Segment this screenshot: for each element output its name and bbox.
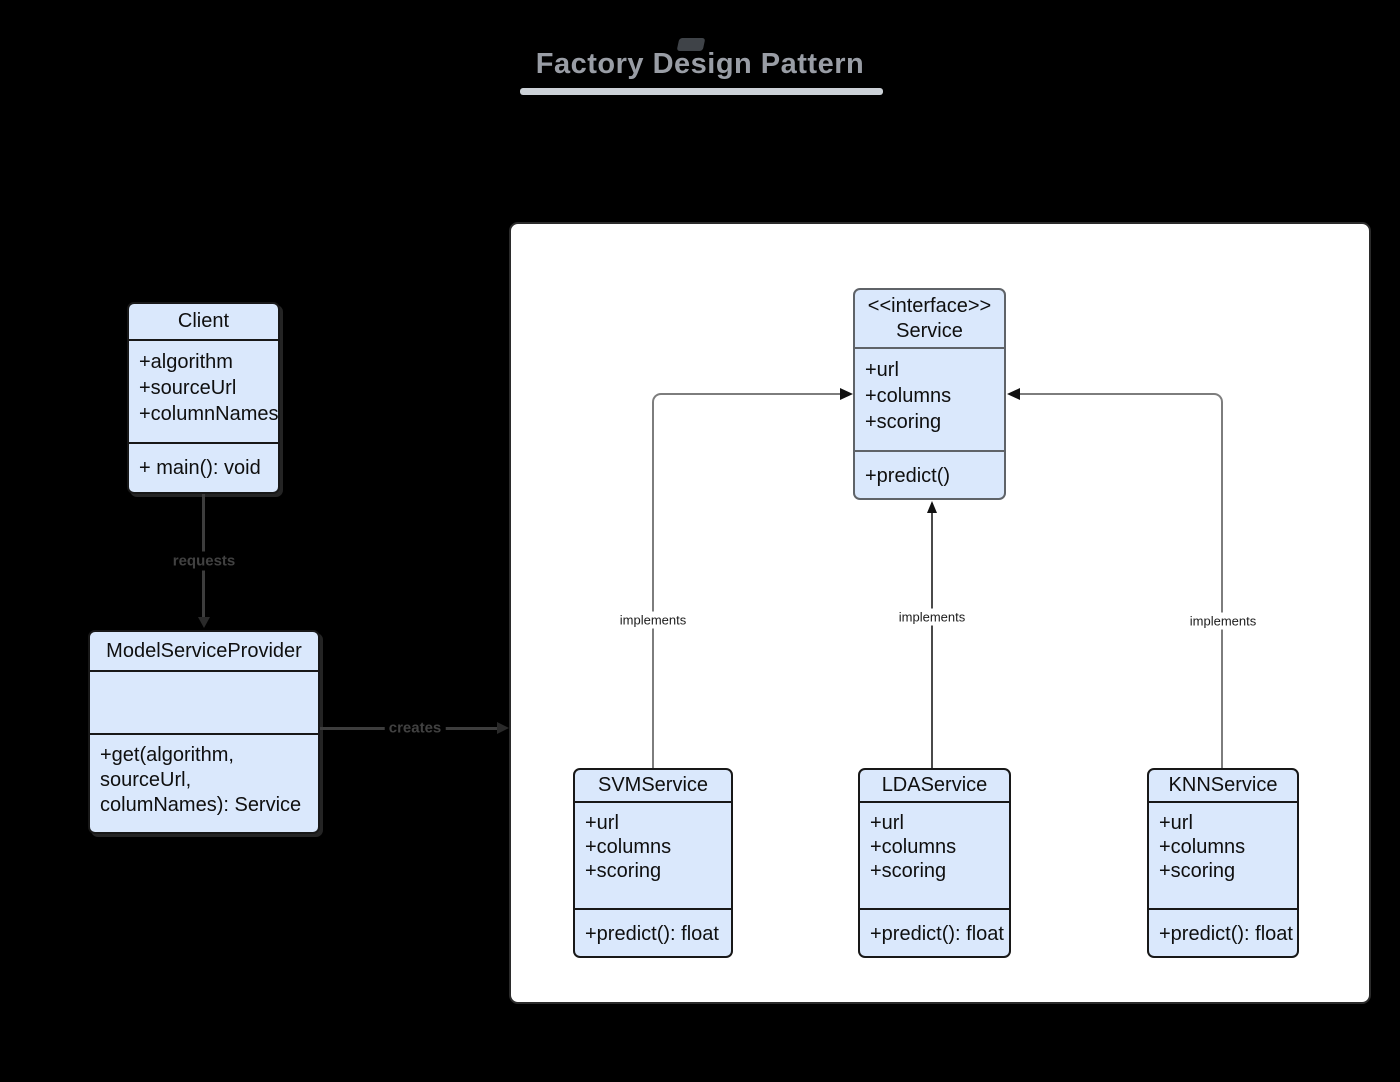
- diagram-title: Factory Design Pattern: [535, 48, 865, 80]
- lda-implements-connector: [931, 503, 933, 768]
- class-svm-service: SVMService +url +columns +scoring +predi…: [573, 768, 733, 958]
- class-client: Client +algorithm +sourceUrl +columnName…: [127, 302, 280, 494]
- svm-implements-arrowhead: [840, 388, 853, 400]
- attribute: +url: [585, 812, 619, 834]
- attribute: +url: [865, 359, 899, 381]
- attribute: +columns: [870, 836, 957, 858]
- class-knn-service-methods: +predict(): float: [1149, 908, 1297, 956]
- method: +get(algorithm, sourceUrl, columNames): …: [100, 744, 302, 816]
- attribute: +columnNames: [139, 403, 279, 425]
- svm-implements-connector: [652, 393, 842, 768]
- method: +predict(): [865, 465, 951, 487]
- lda-implements-arrowhead: [927, 501, 937, 513]
- interface-name: Service: [896, 319, 963, 342]
- class-service-interface-title: <<interface>> Service: [855, 290, 1004, 347]
- method: +predict(): float: [870, 923, 1004, 945]
- attribute: +columns: [585, 836, 672, 858]
- attribute: +columns: [865, 385, 952, 407]
- class-service-interface-attributes: +url +columns +scoring: [855, 347, 1004, 450]
- class-client-title: Client: [177, 310, 230, 332]
- class-svm-service-title: SVMService: [597, 774, 709, 796]
- class-svm-service-methods: +predict(): float: [575, 908, 731, 956]
- class-knn-service-attributes: +url +columns +scoring: [1149, 801, 1297, 908]
- class-lda-service-methods: +predict(): float: [860, 908, 1009, 956]
- requests-label: requests: [168, 551, 240, 571]
- class-model-service-provider: ModelServiceProvider +get(algorithm, sou…: [88, 630, 320, 834]
- attribute: +scoring: [870, 860, 947, 882]
- class-model-service-provider-title: ModelServiceProvider: [106, 639, 302, 662]
- class-client-methods: + main(): void: [129, 442, 278, 492]
- method: +predict(): float: [1159, 923, 1293, 945]
- class-svm-service-attributes: +url +columns +scoring: [575, 801, 731, 908]
- implements-label-middle: implements: [895, 608, 969, 626]
- class-lda-service-title: LDAService: [881, 774, 988, 796]
- class-model-service-provider-attributes: [90, 670, 318, 733]
- attribute: +url: [1159, 812, 1193, 834]
- attribute: +scoring: [585, 860, 662, 882]
- class-lda-service-attributes: +url +columns +scoring: [860, 801, 1009, 908]
- creates-arrowhead: [497, 722, 509, 734]
- attribute: +scoring: [1159, 860, 1236, 882]
- class-model-service-provider-methods: +get(algorithm, sourceUrl, columNames): …: [90, 733, 318, 832]
- attribute: +sourceUrl: [139, 377, 237, 399]
- knn-implements-arrowhead: [1007, 388, 1020, 400]
- implements-label-right: implements: [1186, 612, 1260, 630]
- method: + main(): void: [139, 457, 261, 479]
- attribute: +columns: [1159, 836, 1246, 858]
- attribute: +scoring: [865, 411, 942, 433]
- class-client-attributes: +algorithm +sourceUrl +columnNames: [129, 339, 278, 442]
- stereotype: <<interface>>: [867, 294, 992, 317]
- knn-implements-connector: [1013, 393, 1223, 768]
- attribute: +url: [870, 812, 904, 834]
- class-knn-service-title: KNNService: [1168, 774, 1278, 796]
- creates-label: creates: [384, 718, 446, 738]
- attribute: +algorithm: [139, 351, 233, 373]
- method: +predict(): float: [585, 923, 719, 945]
- class-knn-service: KNNService +url +columns +scoring +predi…: [1147, 768, 1299, 958]
- class-service-interface: <<interface>> Service +url +columns +sco…: [853, 288, 1006, 500]
- class-lda-service: LDAService +url +columns +scoring +predi…: [858, 768, 1011, 958]
- class-service-interface-methods: +predict(): [855, 450, 1004, 498]
- requests-arrowhead: [198, 617, 210, 628]
- implements-label-left: implements: [616, 611, 690, 629]
- title-underline: [520, 88, 883, 95]
